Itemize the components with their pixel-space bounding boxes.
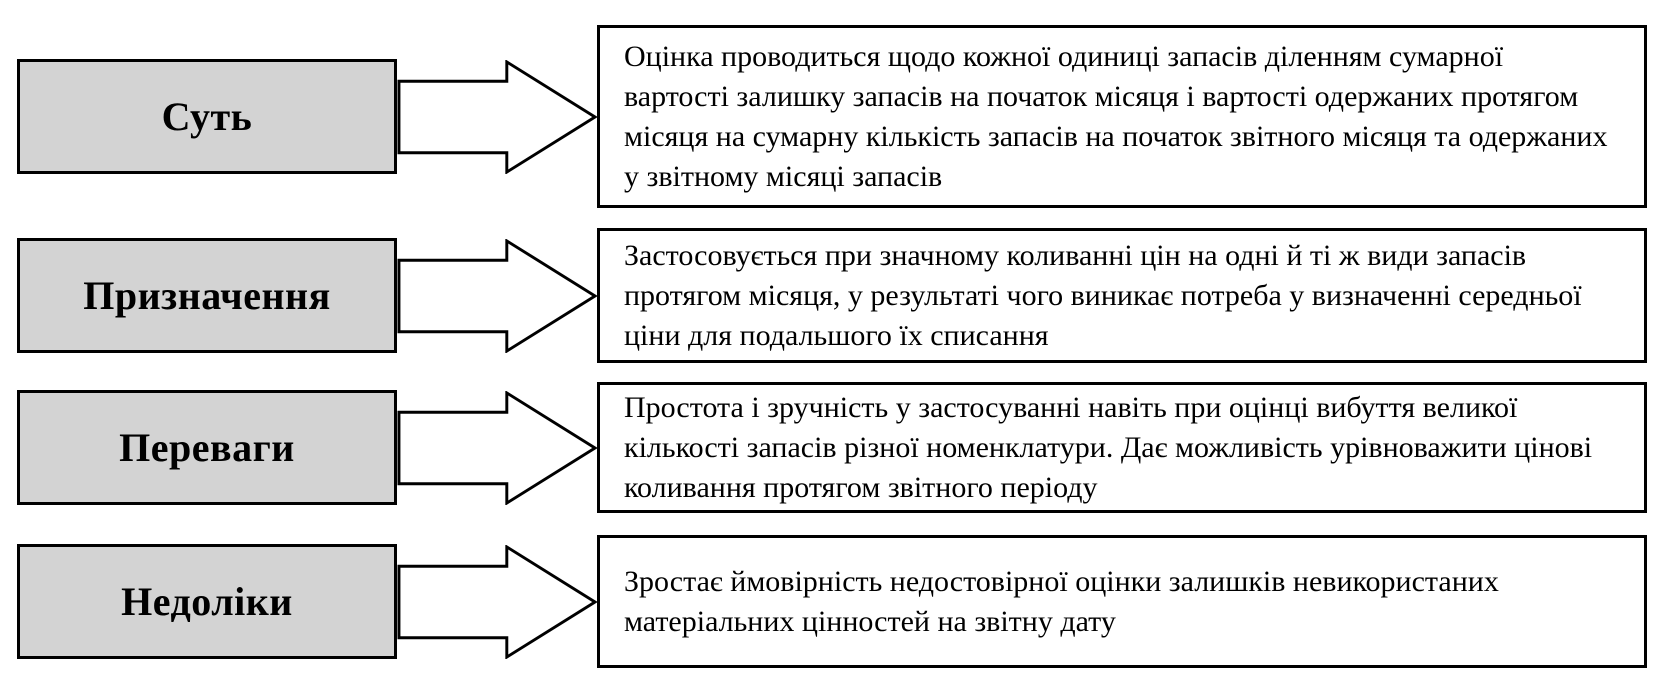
label-text-disadvantages: Недоліки [121,579,293,624]
description-text-advantages: Простота і зручність у застосуванні наві… [624,390,1593,504]
right-block-arrow-icon [397,59,597,174]
label-text-essence: Суть [161,94,253,139]
label-text-advantages: Переваги [119,425,295,470]
right-block-arrow-icon [397,544,597,659]
description-text-essence: Оцінка проводиться щодо кожної одиниці з… [624,39,1608,193]
label-box-essence: Суть [17,59,397,174]
diagram-row-essence: Суть Оцінка проводиться щодо кожної один… [17,25,1650,208]
right-block-arrow-icon [397,238,597,353]
diagram-row-disadvantages: Недоліки Зростає ймовірність недостовірн… [17,535,1650,668]
diagram-row-advantages: Переваги Простота і зручність у застосув… [17,382,1650,513]
label-text-purpose: Призначення [83,273,331,318]
description-text-disadvantages: Зростає ймовірність недостовірної оцінки… [624,564,1499,638]
description-box-advantages: Простота і зручність у застосуванні наві… [597,382,1647,513]
label-box-disadvantages: Недоліки [17,544,397,659]
diagram-row-purpose: Призначення Застосовується при значному … [17,228,1650,363]
weighted-average-method-diagram: Суть Оцінка проводиться щодо кожної один… [17,25,1650,668]
description-box-disadvantages: Зростає ймовірність недостовірної оцінки… [597,535,1647,668]
description-box-purpose: Застосовується при значному коливанні ці… [597,228,1647,363]
label-box-advantages: Переваги [17,390,397,505]
description-box-essence: Оцінка проводиться щодо кожної одиниці з… [597,25,1647,208]
label-box-purpose: Призначення [17,238,397,353]
right-block-arrow-icon [397,390,597,505]
description-text-purpose: Застосовується при значному коливанні ці… [624,238,1582,352]
